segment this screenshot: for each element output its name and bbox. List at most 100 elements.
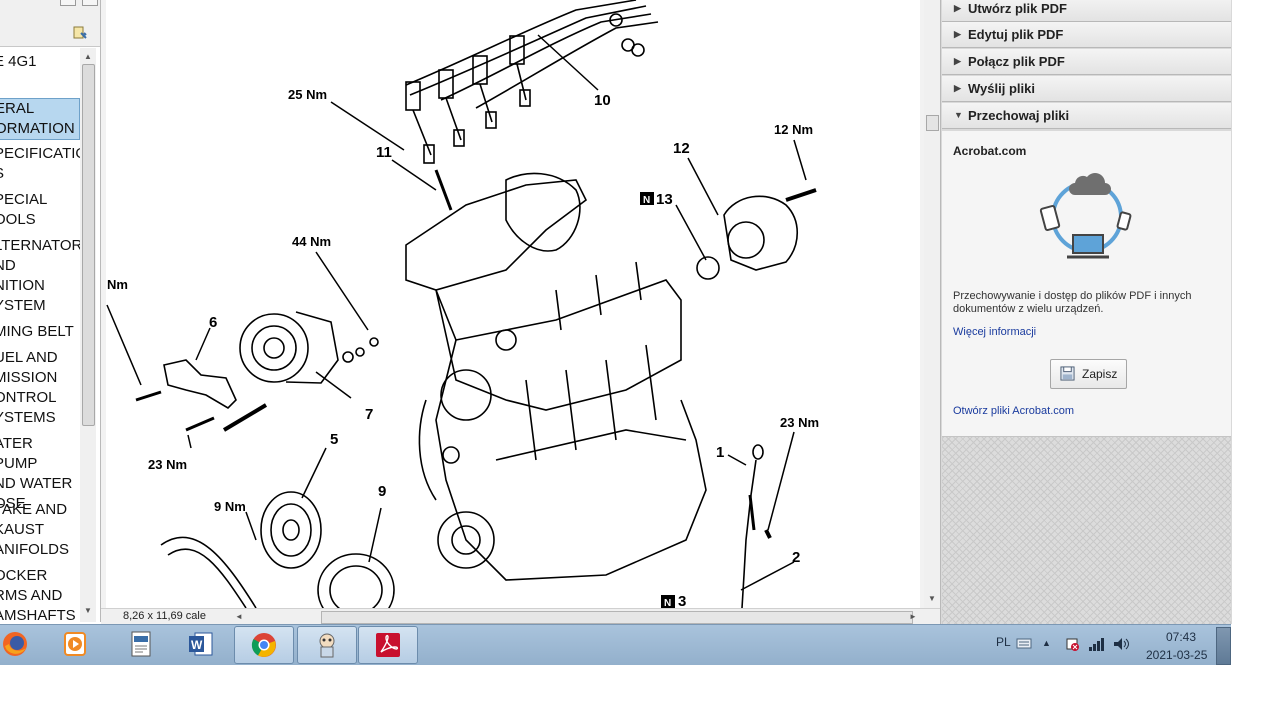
scroll-down-icon[interactable]: ▼ bbox=[84, 606, 92, 615]
store-description: Przechowywanie i dostęp do plików PDF i … bbox=[953, 290, 1192, 315]
dipstick-drawing bbox=[741, 444, 772, 608]
scroll-right-icon[interactable]: ► bbox=[909, 612, 917, 621]
bookmark-item[interactable]: OCKER RMS AND AMSHAFTS bbox=[0, 567, 76, 622]
keyboard-icon[interactable] bbox=[1016, 637, 1032, 649]
bookmark-item-selected[interactable]: ERAL ORMATION bbox=[0, 98, 80, 140]
bookmark-item[interactable]: MING BELT bbox=[0, 323, 74, 340]
language-indicator[interactable]: PL bbox=[996, 635, 1011, 649]
collapse-arrow-icon: ▼ bbox=[954, 110, 963, 120]
show-desktop-button[interactable] bbox=[1216, 627, 1231, 665]
torque-label-23nm-left: 23 Nm bbox=[148, 457, 187, 472]
engine-block-drawing bbox=[405, 172, 707, 581]
taskbar-media-player[interactable] bbox=[46, 626, 104, 662]
bookmark-item[interactable]: LTERNATOR ND NITION YSTEM bbox=[0, 237, 80, 314]
document-vertical-scrollbar[interactable]: ▼ bbox=[924, 0, 940, 608]
tools-section-send-files[interactable]: ▶ Wyślij pliki bbox=[942, 76, 1231, 102]
acrobat-com-title: Acrobat.com bbox=[953, 144, 1027, 158]
tools-section-edit-pdf[interactable]: ▶ Edytuj plik PDF bbox=[942, 22, 1231, 48]
taskbar-character-app[interactable] bbox=[297, 626, 357, 664]
save-button[interactable]: Zapisz bbox=[1050, 359, 1127, 389]
status-bar: 8,26 x 11,69 cale ◄ ► bbox=[101, 608, 940, 625]
tray-expand-icon[interactable]: ▲ bbox=[1042, 638, 1051, 648]
callout-6: 6 bbox=[209, 314, 217, 331]
callout-12: 12 bbox=[673, 140, 690, 157]
torque-label-25nm: 25 Nm bbox=[288, 87, 327, 102]
taskbar-chrome[interactable] bbox=[234, 626, 294, 664]
save-disk-icon bbox=[1060, 366, 1075, 381]
bookmarks-panel: E 4G1 ERAL ORMATION PECIFICATIO S PECIAL… bbox=[0, 0, 101, 622]
ignition-wires-drawing bbox=[405, 0, 659, 164]
open-acrobat-files-link[interactable]: Otwórz pliki Acrobat.com bbox=[953, 405, 1075, 417]
torque-label-nm-partial: Nm bbox=[107, 277, 128, 292]
bookmark-list: E 4G1 ERAL ORMATION PECIFICATIO S PECIAL… bbox=[0, 48, 80, 622]
store-files-panel: Acrobat.com Przechowywanie i dostęp do p… bbox=[942, 131, 1231, 437]
more-info-link[interactable]: Więcej informacji bbox=[953, 326, 1037, 338]
chrome-icon bbox=[251, 633, 276, 657]
pulley-drawing bbox=[260, 491, 322, 569]
media-player-icon bbox=[64, 632, 86, 656]
panel-minimize-button[interactable] bbox=[60, 0, 76, 6]
bookmark-item[interactable]: E 4G1 bbox=[0, 53, 37, 70]
panel-close-button[interactable] bbox=[82, 0, 98, 6]
tools-section-store-files[interactable]: ▼ Przechowaj pliki bbox=[942, 103, 1231, 129]
scroll-down-icon[interactable]: ▼ bbox=[928, 594, 936, 603]
document-horizontal-scrollbar[interactable]: ◄ ► bbox=[231, 609, 921, 625]
drive-belt-drawing bbox=[160, 536, 257, 608]
torque-label-23nm-right: 23 Nm bbox=[780, 415, 819, 430]
bookmark-item[interactable]: PECIAL OOLS bbox=[0, 191, 48, 228]
spark-plug-drawing bbox=[434, 169, 453, 211]
distributor-drawing bbox=[696, 188, 817, 280]
crank-pulley-drawing bbox=[317, 553, 395, 608]
alternator-drawing bbox=[239, 311, 379, 384]
taskbar-word[interactable]: W bbox=[172, 626, 230, 662]
callout-1: 1 bbox=[716, 444, 724, 461]
n-badge-3 bbox=[661, 595, 675, 608]
windows-taskbar: W PL ▲ bbox=[0, 624, 1231, 665]
scroll-left-icon[interactable]: ◄ bbox=[235, 612, 243, 621]
taskbar-firefox[interactable] bbox=[0, 626, 44, 662]
scrollbar-thumb[interactable] bbox=[321, 611, 913, 624]
action-center-icon[interactable] bbox=[1064, 636, 1080, 652]
network-icon[interactable] bbox=[1088, 636, 1106, 652]
character-icon bbox=[319, 633, 335, 658]
callout-10: 10 bbox=[594, 92, 611, 109]
torque-label-12nm: 12 Nm bbox=[774, 122, 813, 137]
callout-3: 3 bbox=[678, 593, 686, 608]
section-label: Połącz plik PDF bbox=[968, 54, 1065, 69]
section-label: Wyślij pliki bbox=[968, 81, 1035, 96]
bookmark-options-icon[interactable] bbox=[72, 24, 88, 40]
bracket-drawing bbox=[135, 359, 268, 432]
clock-date[interactable]: 2021-03-25 bbox=[1146, 648, 1208, 662]
section-label: Utwórz plik PDF bbox=[968, 1, 1067, 16]
volume-icon[interactable] bbox=[1112, 636, 1130, 652]
bookmarks-scrollbar[interactable]: ▲ ▼ bbox=[80, 48, 96, 622]
torque-label-44nm: 44 Nm bbox=[292, 234, 331, 249]
clock-time[interactable]: 07:43 bbox=[1166, 630, 1197, 644]
callout-13: 13 bbox=[656, 191, 673, 208]
scrollbar-thumb[interactable] bbox=[926, 115, 939, 131]
taskbar-acrobat[interactable] bbox=[358, 626, 418, 664]
bookmark-item[interactable]: PECIFICATIO S bbox=[0, 145, 80, 182]
tools-section-create-pdf[interactable]: ▶ Utwórz plik PDF bbox=[942, 0, 1231, 22]
n-badge-13 bbox=[640, 192, 654, 205]
callout-11: 11 bbox=[376, 144, 392, 161]
bookmark-item[interactable]: ATER PUMP ND WATER OSE bbox=[0, 435, 73, 512]
firefox-icon bbox=[3, 632, 27, 656]
n-badge-13-text: N bbox=[643, 195, 650, 206]
svg-text:W: W bbox=[191, 638, 203, 652]
tools-pane: ▶ Utwórz plik PDF ▶ Edytuj plik PDF ▶ Po… bbox=[940, 0, 1232, 624]
scrollbar-thumb[interactable] bbox=[82, 64, 95, 426]
system-tray: PL ▲ 07:43 2021-03-25 bbox=[990, 625, 1231, 665]
bookmark-item[interactable]: UEL AND MISSION ONTROL YSTEMS bbox=[0, 349, 58, 426]
torque-label-9nm: 9 Nm bbox=[214, 499, 246, 514]
taskbar-notepad[interactable] bbox=[112, 626, 170, 662]
bookmark-item[interactable]: TAKE AND KAUST ANIFOLDS bbox=[0, 501, 70, 558]
page-size-label: 8,26 x 11,69 cale bbox=[123, 610, 206, 622]
save-button-label: Zapisz bbox=[1082, 367, 1118, 381]
callout-2: 2 bbox=[792, 549, 800, 566]
expand-arrow-icon: ▶ bbox=[954, 83, 961, 93]
tools-section-combine-pdf[interactable]: ▶ Połącz plik PDF bbox=[942, 49, 1231, 75]
scroll-up-icon[interactable]: ▲ bbox=[84, 52, 92, 61]
callout-5: 5 bbox=[330, 431, 338, 448]
section-label: Edytuj plik PDF bbox=[968, 27, 1064, 42]
